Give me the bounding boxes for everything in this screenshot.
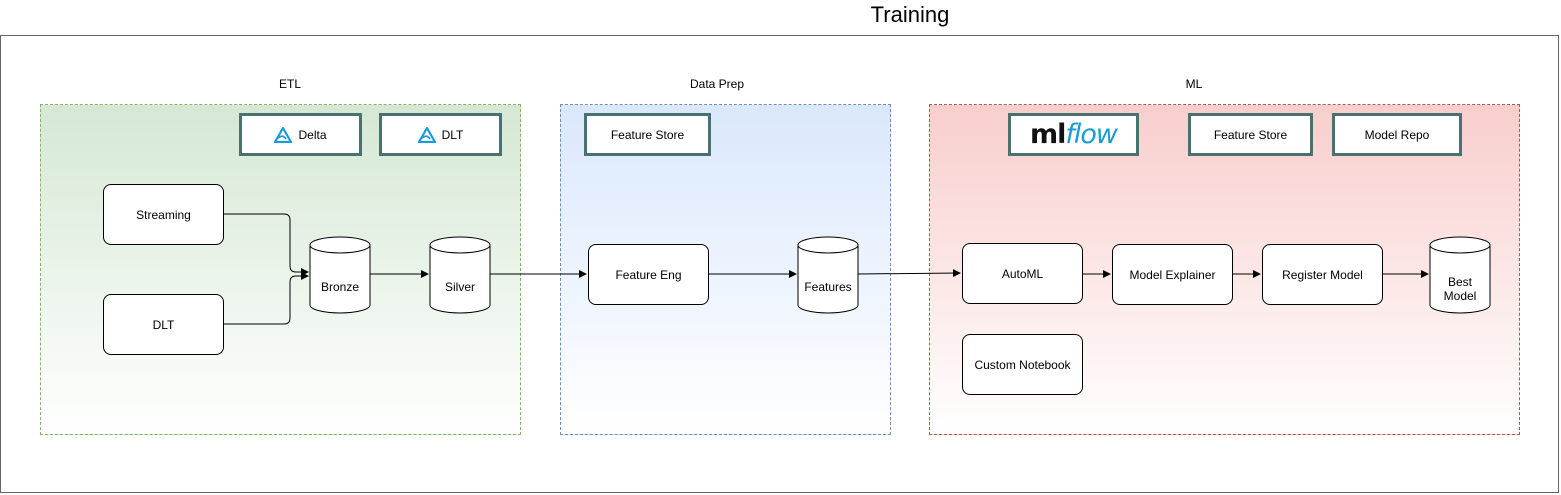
- prep-feature-store-label: Feature Store: [610, 127, 685, 142]
- edge-streaming-bronze: [223, 213, 309, 276]
- model-repo-label: Model Repo: [1364, 127, 1430, 142]
- delta-lake-icon: [274, 126, 293, 143]
- best-model-label-line1: Best: [1447, 275, 1472, 289]
- best-model-cylinder: [1429, 236, 1491, 314]
- custom-notebook-node: Custom Notebook: [962, 334, 1083, 395]
- silver-label: Silver: [444, 280, 475, 294]
- automl-node: AutoML: [962, 243, 1083, 304]
- dlt-tool-label: DLT: [441, 127, 464, 142]
- training-frame: [0, 35, 1559, 493]
- ml-feature-store-label: Feature Store: [1213, 127, 1288, 142]
- model-explainer-node: Model Explainer: [1112, 244, 1233, 305]
- mlflow-logo: mlflow: [1030, 119, 1118, 150]
- section-label-data-prep: Data Prep: [689, 77, 745, 91]
- diagram-title: Training: [870, 2, 950, 27]
- edge-features-automl: [857, 269, 961, 278]
- prep-feature-store-box: Feature Store: [584, 113, 711, 156]
- model-repo-box: Model Repo: [1332, 113, 1462, 156]
- bronze-cylinder: [309, 236, 371, 314]
- features-cylinder: [797, 236, 859, 314]
- delta-tool-label: Delta: [298, 127, 327, 142]
- mlflow-logo-flow: flow: [1065, 119, 1118, 150]
- delta-lake-icon: [417, 126, 436, 143]
- feature-eng-node: Feature Eng: [588, 244, 709, 305]
- streaming-node: Streaming: [103, 184, 224, 245]
- ml-feature-store-box: Feature Store: [1188, 113, 1313, 156]
- register-model-node: Register Model: [1262, 244, 1383, 305]
- features-label: Features: [804, 280, 852, 294]
- mlflow-logo-ml: ml: [1030, 119, 1066, 150]
- dlt-node: DLT: [103, 294, 224, 355]
- mlflow-tool-box: mlflow: [1008, 113, 1139, 156]
- dlt-tool-box: DLT: [379, 113, 502, 156]
- section-label-ml: ML: [1185, 77, 1203, 91]
- best-model-label: Best Model: [1430, 275, 1490, 303]
- delta-tool-box: Delta: [239, 113, 362, 156]
- silver-cylinder: [429, 236, 491, 314]
- section-label-etl: ETL: [278, 77, 301, 91]
- edge-dlt-bronze: [223, 272, 309, 325]
- bronze-label: Bronze: [320, 280, 360, 294]
- best-model-label-line2: Model: [1443, 289, 1477, 303]
